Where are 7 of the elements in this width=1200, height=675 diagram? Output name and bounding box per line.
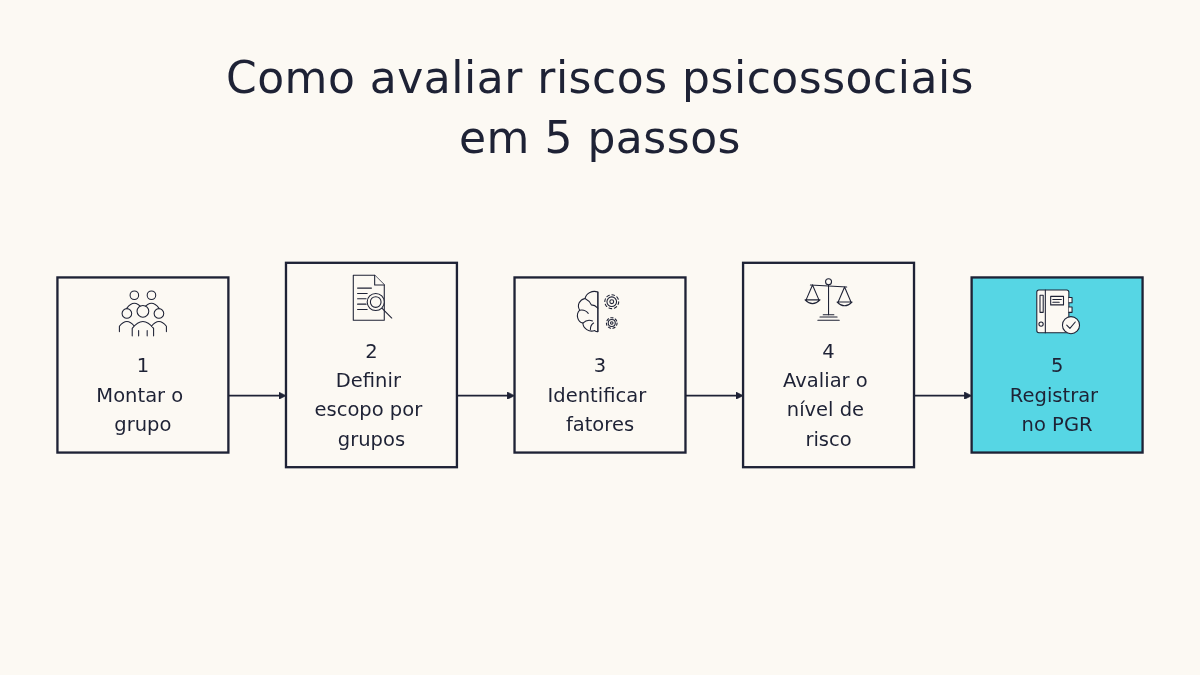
node-box: 4 Avaliar o nível de risco [741, 261, 916, 469]
node-box: 5 Registrar no PGR [970, 276, 1144, 454]
arrow [456, 391, 515, 400]
title: Como avaliar riscos psicossociais em 5 passos [224, 51, 976, 165]
node-box: 1 Montar o grupo [56, 276, 230, 454]
node-box: 3 Identificar fatores [513, 276, 687, 454]
node-box: 2 Definir escopo por grupos [284, 261, 459, 469]
